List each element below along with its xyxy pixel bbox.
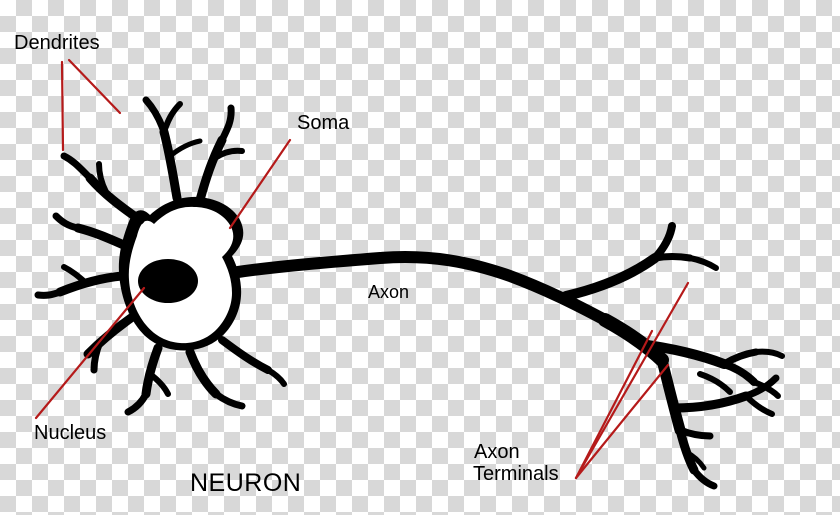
label-soma: Soma (297, 112, 350, 134)
pointer-dendrites-2 (67, 58, 122, 115)
pointer-axon-term-2 (574, 329, 654, 480)
axon-terminals-group (561, 222, 785, 490)
pointer-axon-term-1 (574, 281, 690, 480)
figure-title: NEURON (190, 469, 302, 497)
label-axon-terminals-line1: Axon (474, 441, 520, 463)
axon-shape (232, 250, 669, 367)
pointer-axon-term-3 (574, 363, 670, 480)
nucleus-shape (138, 259, 198, 303)
label-axon-terminals-line2: Terminals (473, 463, 559, 485)
pointer-lines (34, 58, 690, 480)
pointer-dendrites-1 (60, 60, 65, 152)
pointer-soma (228, 138, 292, 230)
dendrites-group (34, 96, 287, 416)
pointer-nucleus (34, 286, 146, 420)
label-axon: Axon (368, 282, 410, 302)
label-dendrites: Dendrites (14, 32, 100, 54)
label-nucleus: Nucleus (34, 422, 107, 444)
